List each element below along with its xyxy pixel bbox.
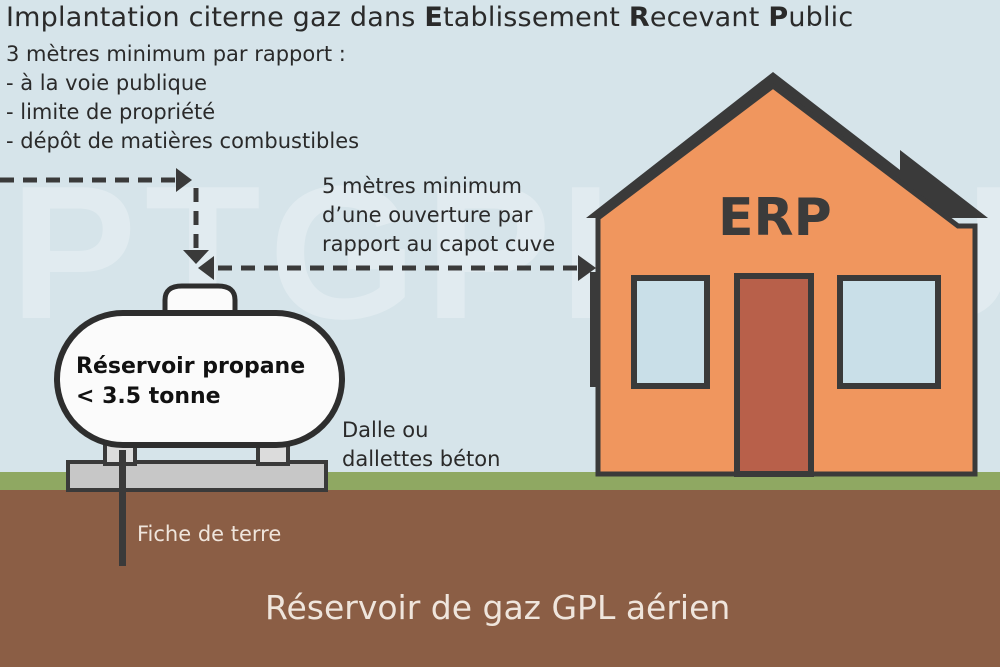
house-window-left [631,275,710,389]
soil-ground [0,490,1000,667]
arrowhead-left-5m [198,256,214,280]
earth-rod-label: Fiche de terre [137,522,282,546]
footer-caption: Réservoir de gaz GPL aérien [265,588,731,627]
opening-note-line: 5 mètres minimum [322,174,523,198]
title-letter-r: R [628,2,650,33]
title-text-4: ublic [788,2,854,33]
opening-note-line: rapport au capot cuve [322,232,556,256]
tank-label-line: < 3.5 tonne [76,384,221,409]
title-text-2: tablissement [443,2,629,33]
title-text-3: ecevant [649,2,769,33]
arrowhead-down-3m [183,250,209,264]
title-letter-e: E [424,2,444,33]
distance-rules: 3 mètres minimum par rapport : - à la vo… [6,40,359,156]
distance-arrows [0,177,580,271]
arrowhead-right-3m [176,168,192,192]
earth-rod [119,450,126,566]
building-label: ERP [718,188,832,248]
house-door [734,273,814,477]
title-text-1: Implantation citerne gaz dans [6,2,425,33]
arrowhead-right-5m [578,255,596,281]
page-title: Implantation citerne gaz dans Etablissem… [6,2,853,33]
opening-note-line: d’une ouverture par [322,203,533,227]
rules-heading: 3 mètres minimum par rapport : [6,42,346,66]
rule-item: - limite de propriété [6,100,216,124]
slab-label-line: dallettes béton [342,447,501,471]
rule-item: - à la voie publique [6,71,208,95]
propane-tank [54,310,345,448]
tank-dome [162,283,238,319]
house-window-right [837,275,941,389]
tank-label-line: Réservoir propane [76,354,306,379]
concrete-slab [66,460,328,492]
slab-label-line: Dalle ou [342,418,429,442]
opening-distance-note: 5 mètres minimum d’une ouverture par rap… [322,172,555,259]
rule-item: - dépôt de matières combustibles [6,129,360,153]
erp-building [586,72,988,477]
title-letter-p: P [768,2,789,33]
tank-label: Réservoir propane < 3.5 tonne [76,352,305,412]
slab-label: Dalle ou dallettes béton [342,416,500,474]
